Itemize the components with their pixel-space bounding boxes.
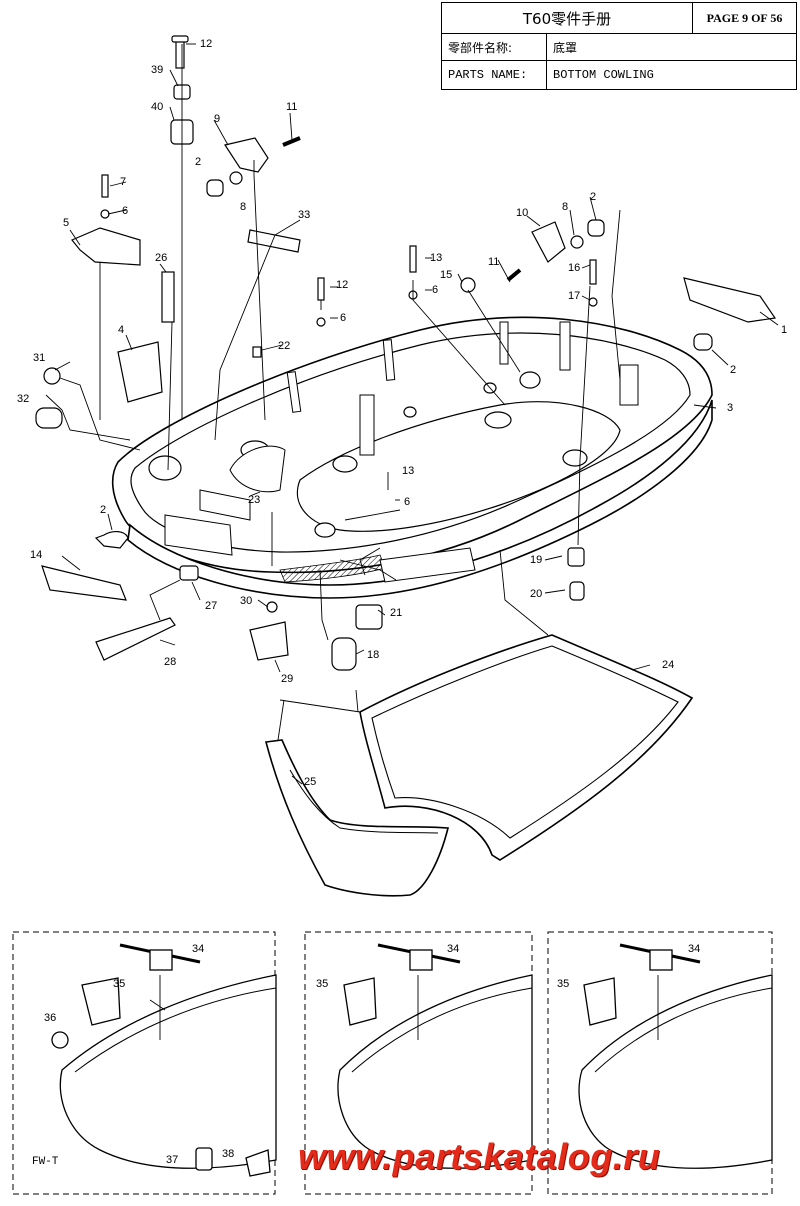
callout-2-lower-left: 2: [100, 504, 106, 516]
callout-8-left: 8: [240, 201, 246, 213]
callout-6-b: 6: [340, 312, 346, 324]
bottom-cowling-body: [111, 316, 713, 599]
callout-25: 25: [304, 776, 316, 788]
callout-28: 28: [164, 656, 176, 668]
callout-18: 18: [367, 649, 379, 661]
variant-left-drawing: [51, 943, 277, 1177]
callout-4: 4: [118, 324, 124, 336]
variant-left-tag: FW-T: [32, 1156, 59, 1168]
parts-name-value-en: BOTTOM COWLING: [553, 68, 654, 82]
variant-middle-drawing: [337, 943, 533, 1169]
callout-6-a: 6: [122, 205, 128, 217]
variant-left-callout-38: 38: [222, 1148, 234, 1160]
callout-2-upper-right: 2: [590, 191, 596, 203]
callout-33: 33: [298, 209, 310, 221]
callout-11-right: 11: [488, 256, 499, 268]
small-parts: [35, 35, 777, 671]
variant-left-callout-34: 34: [192, 943, 204, 955]
variant-right-callout-34: 34: [688, 943, 700, 955]
callout-11-top: 11: [286, 101, 297, 113]
lower-cowling-side: [264, 739, 450, 897]
callout-12-top: 12: [200, 38, 212, 50]
callout-17: 17: [568, 290, 580, 302]
callout-6-d: 6: [404, 496, 410, 508]
callout-2-right: 2: [730, 364, 736, 376]
variant-middle-callout-34: 34: [447, 943, 459, 955]
callout-6-c: 6: [432, 284, 438, 296]
callout-20: 20: [530, 588, 542, 600]
variant-left-callout-35: 35: [113, 978, 125, 990]
callout-26: 26: [155, 252, 167, 264]
callout-2-upper-left: 2: [195, 156, 201, 168]
variant-callout-labels: 34 35 36 37 38 FW-T 34 35 34 35: [32, 943, 700, 1168]
callout-16: 16: [568, 262, 580, 274]
callout-21: 21: [390, 607, 402, 619]
callout-32: 32: [17, 393, 29, 405]
leader-lines: [45, 43, 779, 785]
callout-9: 9: [214, 113, 220, 125]
parts-name-label-en: PARTS NAME:: [442, 61, 547, 89]
callout-8-right: 8: [562, 201, 568, 213]
callout-13-top: 13: [430, 252, 442, 264]
callout-7: 7: [120, 176, 126, 188]
callout-30: 30: [240, 595, 252, 607]
variant-left-callout-36: 36: [44, 1012, 56, 1024]
callout-labels: 12 39 40 9 11 2 8 7 6 5 26 33 4 31 32 22…: [17, 38, 787, 788]
variant-left-callout-37: 37: [166, 1154, 178, 1166]
callout-31: 31: [33, 352, 45, 364]
callout-23: 23: [248, 494, 260, 506]
variant-box-middle: [304, 931, 533, 1195]
callout-27: 27: [205, 600, 217, 612]
callout-1: 1: [781, 324, 787, 336]
lower-cowling-front: [359, 634, 694, 861]
parts-name-label-cn: 零部件名称:: [442, 34, 547, 61]
variant-right-drawing: [578, 943, 773, 1169]
callout-39: 39: [151, 64, 163, 76]
callout-13-mid: 13: [402, 465, 414, 477]
callout-5: 5: [63, 217, 69, 229]
manual-title: T60零件手册: [442, 3, 693, 34]
callout-10: 10: [516, 207, 528, 219]
callout-24: 24: [662, 659, 674, 671]
parts-name-value-cn: 底罩: [547, 34, 796, 61]
page-number: PAGE 9 OF 56: [693, 3, 796, 34]
callout-3: 3: [727, 402, 733, 414]
variant-right-callout-35: 35: [557, 978, 569, 990]
callout-40: 40: [151, 101, 163, 113]
callout-12-mid: 12: [336, 279, 348, 291]
variant-middle-callout-35: 35: [316, 978, 328, 990]
callout-15: 15: [440, 269, 452, 281]
callout-22: 22: [278, 340, 290, 352]
callout-19: 19: [530, 554, 542, 566]
title-block: T60零件手册 PAGE 9 OF 56 零部件名称: 底罩 PARTS NAM…: [441, 2, 797, 90]
callout-14: 14: [30, 549, 42, 561]
watermark-text: www.partskatalog.ru: [298, 1136, 661, 1177]
callout-29: 29: [281, 673, 293, 685]
